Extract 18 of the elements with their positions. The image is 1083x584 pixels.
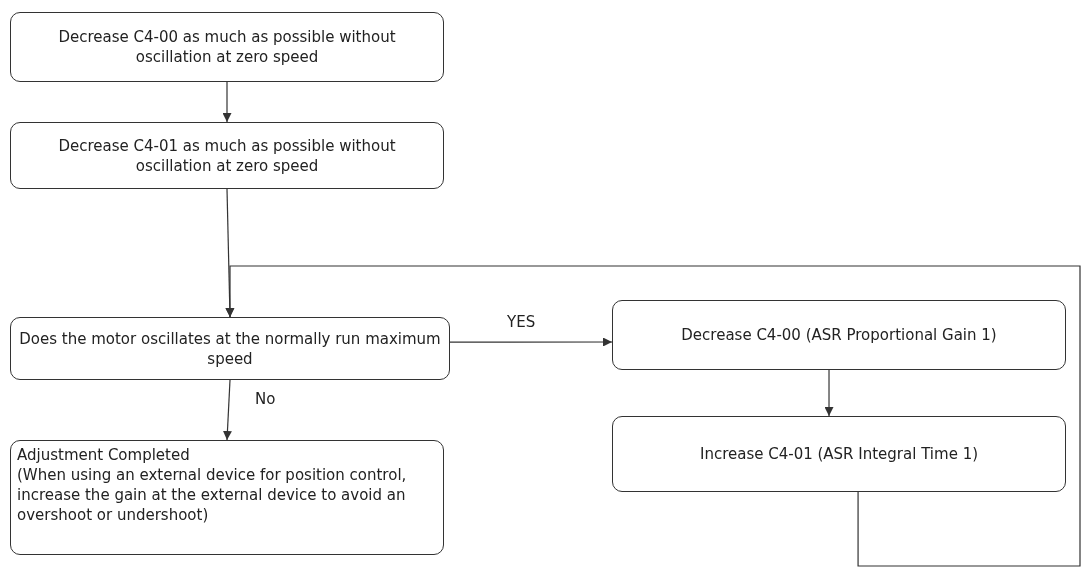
process-box — [10, 440, 444, 555]
box-note: (When using an external device for position control, increase the gain at the external device to avoid an overshoot or undershoot) — [17, 465, 408, 525]
process-box — [10, 122, 444, 189]
arrow — [225, 265, 1081, 567]
process-box — [10, 12, 444, 82]
process-box — [612, 300, 1066, 370]
arrow — [449, 337, 613, 347]
box-text: Decrease C4-00 as much as possible without oscillation at zero speed — [57, 27, 397, 67]
arrow — [222, 81, 232, 123]
arrow — [222, 379, 232, 441]
arrow — [824, 369, 834, 417]
box-text: Increase C4-01 (ASR Integral Time 1) — [699, 444, 979, 464]
process-box — [10, 317, 450, 380]
box-text: Adjustment Completed — [17, 445, 190, 465]
box-text: Decrease C4-00 (ASR Proportional Gain 1) — [681, 325, 997, 345]
box-text: Does the motor oscillates at the normally run maximum speed — [19, 328, 441, 369]
process-box — [612, 416, 1066, 492]
box-text: Decrease C4-01 as much as possible without oscillation at zero speed — [57, 135, 397, 176]
